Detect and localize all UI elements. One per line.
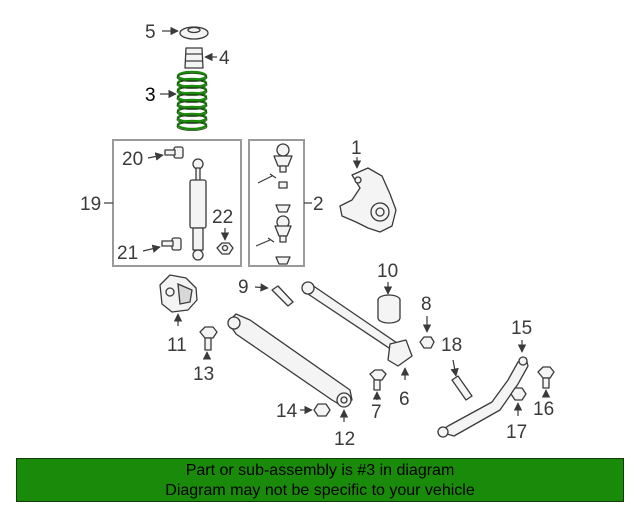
- callout-8[interactable]: 8: [421, 294, 432, 315]
- callout-19[interactable]: 19: [80, 194, 101, 215]
- leader-20: [147, 152, 164, 161]
- leader-9: [254, 283, 269, 292]
- part-15-track-bar[interactable]: [437, 356, 529, 438]
- part-5-upper-seat[interactable]: [179, 26, 209, 40]
- part-13-bolt[interactable]: [199, 326, 218, 351]
- callout-21[interactable]: 21: [117, 243, 138, 264]
- callout-14[interactable]: 14: [276, 401, 298, 422]
- part-1-knuckle[interactable]: [339, 167, 397, 233]
- part-11-bracket[interactable]: [159, 274, 198, 313]
- cotter-pin-upper: [257, 173, 277, 184]
- part-18-link[interactable]: [451, 375, 473, 401]
- coil-turn-outline: [176, 108, 208, 117]
- callout-16[interactable]: 16: [533, 399, 554, 420]
- ball-joint-boot-lower: [275, 256, 291, 265]
- part-3-coil-spring[interactable]: [176, 70, 208, 131]
- ball-joint-upper[interactable]: [273, 143, 293, 173]
- callout-3[interactable]: 3: [145, 85, 156, 106]
- callout-17[interactable]: 17: [506, 422, 527, 443]
- callout-11[interactable]: 11: [167, 335, 187, 356]
- callout-10[interactable]: 10: [377, 261, 398, 282]
- part-14-nut[interactable]: [313, 403, 331, 417]
- shock-absorber[interactable]: [189, 158, 207, 261]
- coil-turn-outline: [176, 73, 208, 82]
- callout-22[interactable]: 22: [212, 207, 233, 228]
- callout-1[interactable]: 1: [351, 138, 362, 159]
- callout-20[interactable]: 20: [122, 149, 143, 170]
- callout-4[interactable]: 4: [219, 48, 230, 69]
- leader-21: [142, 244, 161, 253]
- coil-turn-outline: [176, 122, 208, 131]
- cotter-pin-lower: [255, 237, 275, 247]
- callout-13[interactable]: 13: [193, 364, 214, 385]
- part-7-bolt[interactable]: [369, 369, 387, 391]
- coil-turn-outline: [176, 80, 208, 89]
- info-banner: Part or sub-assembly is #3 in diagram Di…: [16, 458, 624, 502]
- callout-6[interactable]: 6: [399, 389, 410, 410]
- coil-turn-outline: [176, 115, 208, 124]
- part-4-bump-stop[interactable]: [184, 47, 204, 69]
- part-9-bracket[interactable]: [271, 285, 294, 307]
- coil-turn-outline: [176, 101, 208, 110]
- ball-joint-boot: [275, 204, 291, 213]
- callout-5[interactable]: 5: [145, 22, 156, 43]
- part-22-nut[interactable]: [216, 242, 234, 255]
- ball-joint-nut-upper: [278, 181, 288, 189]
- part-8-nut[interactable]: [419, 336, 435, 349]
- part-10-jounce-bumper[interactable]: [377, 294, 401, 324]
- coil-turn-outline: [176, 94, 208, 103]
- banner-line-2: Diagram may not be specific to your vehi…: [165, 482, 475, 499]
- ball-joint-lower[interactable]: [274, 215, 292, 243]
- leader-18: [450, 359, 459, 377]
- callout-15[interactable]: 15: [511, 318, 532, 339]
- callout-7[interactable]: 7: [371, 402, 382, 423]
- part-20-bolt[interactable]: [164, 146, 184, 159]
- callout-9[interactable]: 9: [238, 277, 249, 298]
- part-12-lower-arm[interactable]: [227, 313, 353, 408]
- part-16-bolt[interactable]: [537, 366, 555, 389]
- banner-line-1: Part or sub-assembly is #3 in diagram: [185, 462, 455, 479]
- callout-12[interactable]: 12: [334, 429, 355, 450]
- callout-18[interactable]: 18: [441, 335, 462, 356]
- part-17-nut[interactable]: [510, 387, 527, 401]
- coil-turn-outline: [176, 87, 208, 96]
- callout-2[interactable]: 2: [313, 194, 324, 215]
- part-21-bolt[interactable]: [161, 237, 182, 251]
- part-6-upper-arm[interactable]: [301, 281, 413, 367]
